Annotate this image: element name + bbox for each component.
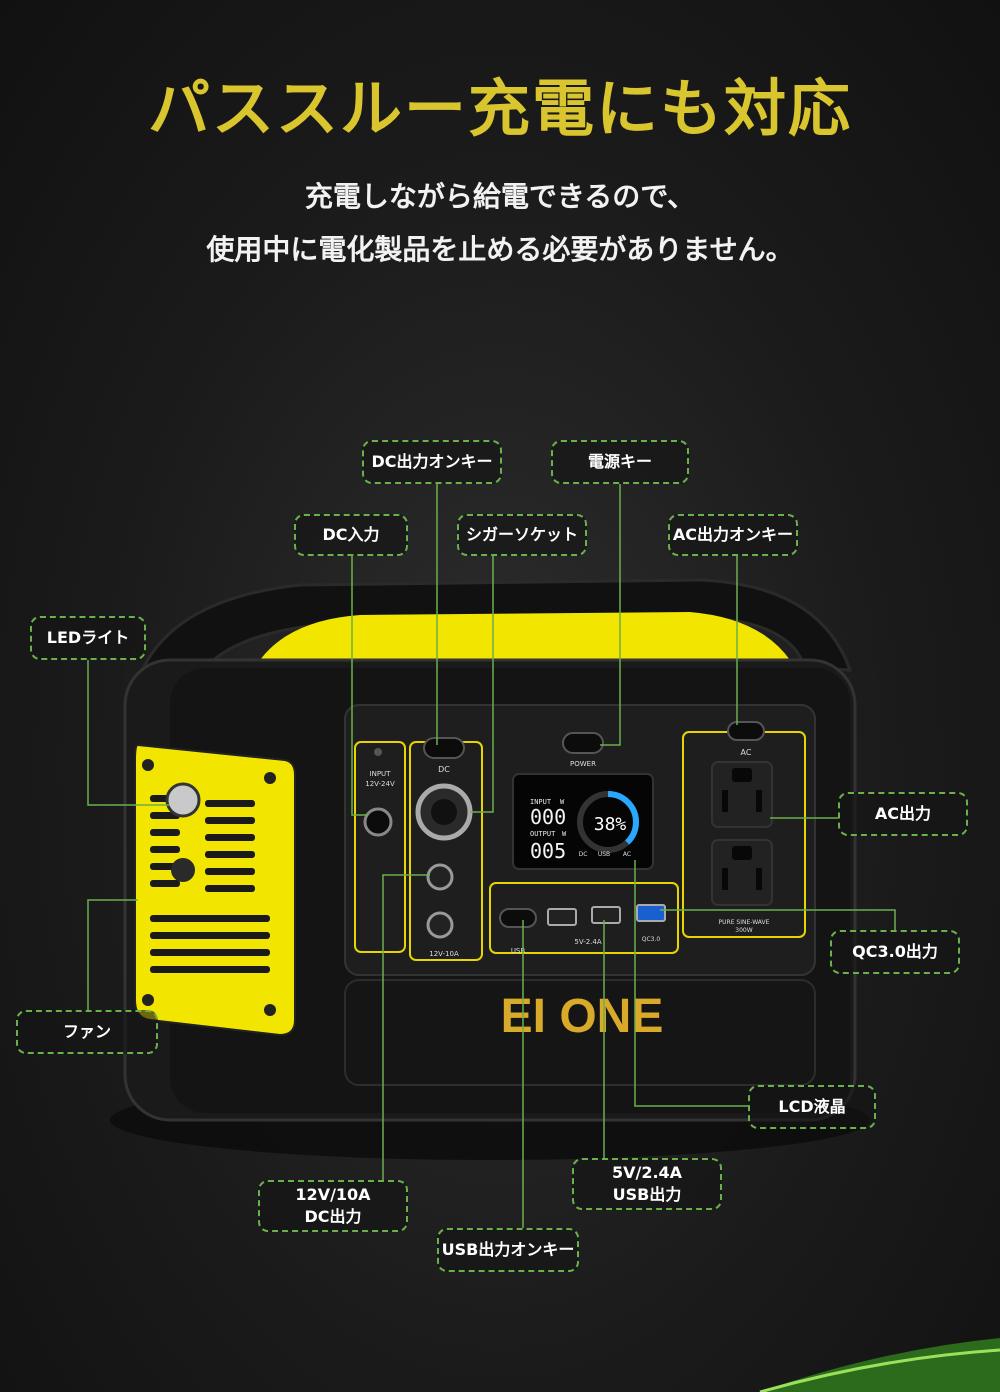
logo-panel (344, 979, 816, 1086)
callout-qc30-output: QC3.0出力 (830, 930, 960, 974)
usb-label: USB (511, 947, 526, 955)
ac-panel-label-2: 300W (735, 927, 752, 934)
callout-dc-12v-line1: 12V/10A (295, 1185, 371, 1205)
handle (133, 578, 853, 692)
qc-label: QC3.0 (642, 936, 661, 943)
ac-label: AC (741, 748, 752, 757)
lcd-battery-ring (577, 791, 639, 853)
ac-output-button (727, 721, 765, 741)
callout-cigar-socket: シガーソケット (457, 514, 587, 556)
headline: パススルー充電にも対応 (147, 72, 852, 145)
callout-ac-output-key: AC出力オンキー (668, 514, 798, 556)
callout-usb-5v-line2: USB出力 (612, 1185, 682, 1204)
dc-5521-port-1 (426, 863, 454, 891)
lcd-input-label: INPUT (530, 798, 552, 806)
usb-area (489, 882, 679, 954)
side-vent-slots (150, 795, 270, 973)
lcd-output-unit: W (562, 830, 567, 838)
dc-output-button (423, 737, 465, 759)
callout-dc-12v-line2: DC出力 (304, 1207, 362, 1226)
input-range-label: 12V-24V (365, 780, 395, 788)
callout-usb-output-key: USB出力オンキー (437, 1228, 579, 1272)
power-button (562, 732, 604, 754)
brand-logo: EI ONE (501, 990, 664, 1043)
callout-leader-lines (87, 484, 896, 1228)
handle-top-yellow (260, 612, 790, 660)
callout-usb-5v-line1: 5V/2.4A (611, 1163, 683, 1183)
usb-output-button (499, 908, 537, 928)
qc30-port (636, 904, 666, 922)
callout-fan: ファン (16, 1010, 158, 1054)
callout-power-key: 電源キー (551, 440, 689, 484)
callout-led-light: LEDライト (30, 616, 146, 660)
input-label: INPUT (370, 770, 392, 778)
lcd-indicator-ac: AC (623, 851, 631, 858)
dc-input-port (363, 807, 393, 837)
callout-lcd: LCD液晶 (748, 1085, 876, 1129)
lcd-input-value: 000 (530, 805, 566, 829)
lcd-output-value: 005 (530, 839, 566, 863)
ac-panel-label-1: PURE SINE-WAVE (719, 919, 770, 926)
dc-label: DC (438, 765, 450, 774)
usb-port-2 (591, 906, 621, 924)
dc-input-area (354, 741, 406, 953)
lcd-battery-percent: 38% (594, 814, 627, 835)
lcd-indicator-dc: DC (579, 851, 588, 858)
lcd-output-label: OUTPUT (530, 830, 556, 838)
led-light-lens (165, 782, 201, 818)
subtitle-line-1: 充電しながら給電できるので、 (304, 180, 696, 213)
usb-port-1 (547, 908, 577, 926)
callout-usb-5v: 5V/2.4A USB出力 (572, 1158, 722, 1210)
callout-ac-output: AC出力 (838, 792, 968, 836)
callout-dc-input: DC入力 (294, 514, 408, 556)
power-label: POWER (570, 760, 596, 768)
callout-dc-output-key: DC出力オンキー (362, 440, 502, 484)
lcd-input-unit: W (560, 798, 565, 806)
callout-dc-12v: 12V/10A DC出力 (258, 1180, 408, 1232)
lcd-indicator-usb: USB (598, 851, 610, 858)
dc-5521-port-2 (426, 911, 454, 939)
subtitle-line-2: 使用中に電化製品を止める必要がありません。 (206, 233, 794, 266)
usb-port-label: 5V-2.4A (574, 938, 601, 946)
dc-port-label: 12V-10A (429, 950, 459, 958)
